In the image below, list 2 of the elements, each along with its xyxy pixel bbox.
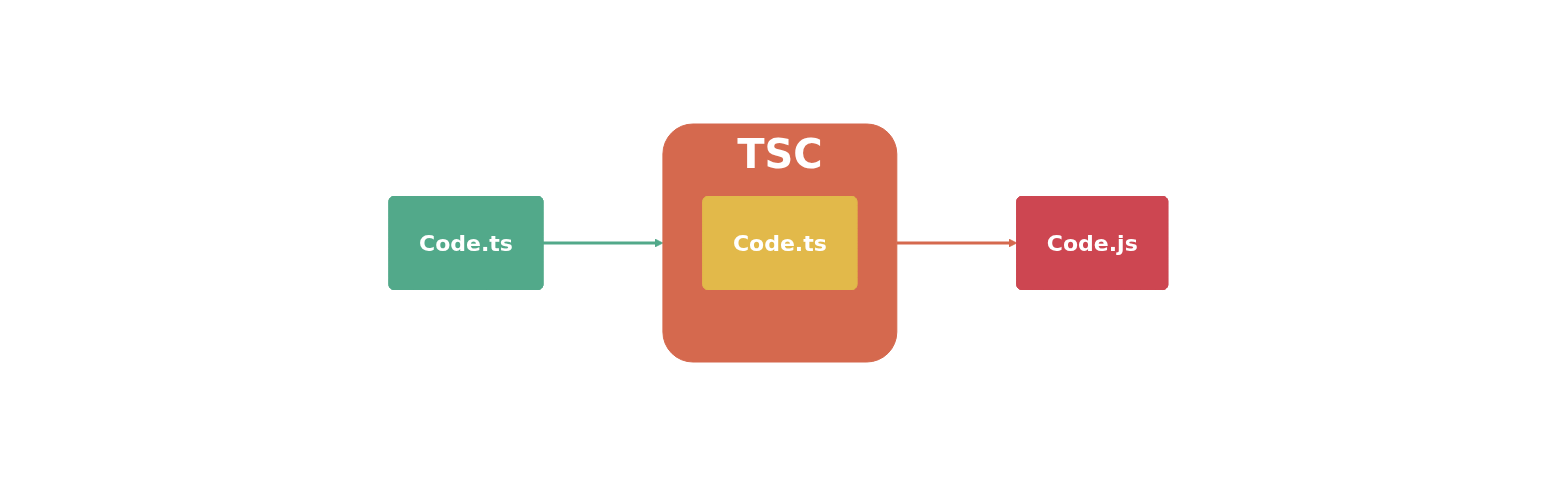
arrow [896, 238, 1017, 248]
arrow [542, 238, 663, 248]
